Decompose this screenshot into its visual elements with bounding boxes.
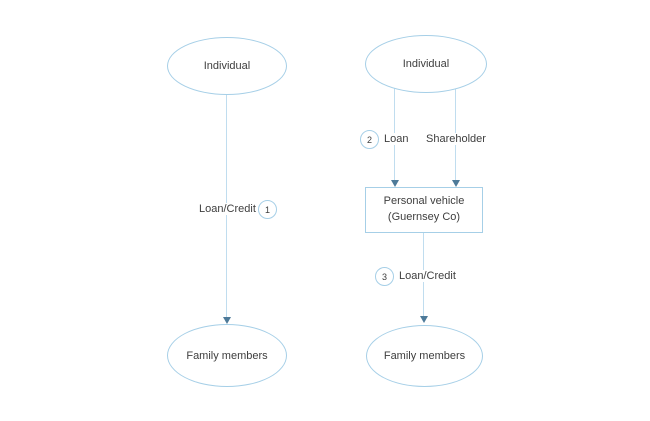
personal-vehicle-label-line1: Personal vehicle: [383, 195, 465, 208]
left-edge-number-badge: 1: [258, 200, 277, 219]
right-family-members-label: Family members: [383, 350, 466, 362]
right-shareholder-arrowhead-icon: [452, 180, 460, 187]
right-shareholder-edge-label: Shareholder: [423, 133, 489, 145]
right-credit-number: 3: [381, 271, 387, 282]
personal-vehicle-label-line2: (Guernsey Co): [387, 211, 461, 223]
left-family-members-label: Family members: [186, 349, 268, 362]
left-edge-label: Loan/Credit: [196, 203, 259, 215]
right-credit-number-badge: 3: [375, 267, 394, 286]
right-personal-vehicle-node: Personal vehicle (Guernsey Co): [365, 187, 483, 233]
right-credit-edge-label: Loan/Credit: [396, 270, 459, 282]
right-loan-number-badge: 2: [360, 130, 379, 149]
right-credit-arrowhead-icon: [420, 316, 428, 323]
right-family-members-node: Family members: [366, 325, 483, 387]
right-individual-label: Individual: [402, 58, 450, 70]
left-edge-number: 1: [264, 204, 270, 215]
left-individual-node: Individual: [167, 37, 287, 95]
left-family-members-node: Family members: [167, 324, 287, 387]
right-loan-edge-label: Loan: [381, 133, 412, 145]
right-individual-node: Individual: [365, 35, 487, 93]
right-loan-arrowhead-icon: [391, 180, 399, 187]
left-individual-label: Individual: [203, 60, 251, 72]
left-arrowhead-icon: [223, 317, 231, 324]
right-loan-number: 2: [366, 134, 372, 145]
